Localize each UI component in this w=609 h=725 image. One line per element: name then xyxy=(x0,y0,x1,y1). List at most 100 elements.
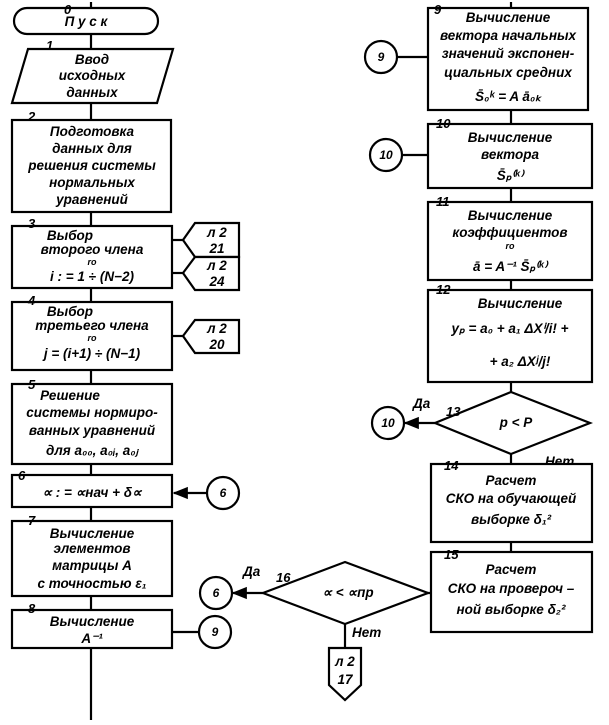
connector-10-label: 10 xyxy=(381,416,395,430)
svg-text:2: 2 xyxy=(27,109,36,124)
page-ref-number: 24 xyxy=(208,274,225,289)
svg-text:нормальных: нормальных xyxy=(49,175,135,190)
page-ref-shape xyxy=(181,318,241,355)
block-5-solve: 5 Решение системы нормиро- ванных уравне… xyxy=(10,377,174,466)
svg-text:7: 7 xyxy=(28,513,36,528)
svg-text:∝ < ∝пр: ∝ < ∝пр xyxy=(322,585,373,600)
yes-label-16: Да xyxy=(242,564,261,579)
svg-text:Ввод: Ввод xyxy=(75,52,109,67)
block-2-process: 2 Подготовка данных для решения системы … xyxy=(10,109,173,214)
svg-text:10: 10 xyxy=(436,116,451,131)
svg-text:Вычисление: Вычисление xyxy=(478,296,563,311)
svg-text:данных для: данных для xyxy=(52,141,132,156)
yes-label-13: Да xyxy=(412,396,431,411)
block-8-inverse: 8 Вычисление A⁻¹ xyxy=(10,601,174,650)
svg-text:выборке δ₁²: выборке δ₁² xyxy=(471,512,552,527)
svg-text:11: 11 xyxy=(436,194,450,209)
block-12-forecast: 12 Вычисление yₚ = a₀ + a₁ ΔXⁱ/i! + + a₂… xyxy=(426,282,594,384)
block-11-coefficients: 11 Вычисление коэффициентов ro ā = A⁻¹ S… xyxy=(426,194,594,282)
svg-text:системы нормиро-: системы нормиро- xyxy=(26,405,158,420)
block-1-input: 1 Ввод исходных данных xyxy=(10,38,175,105)
block-13-decision: 13 p < P Да Нет xyxy=(412,390,594,469)
svg-text:решения системы: решения системы xyxy=(27,158,156,173)
left-connectors: 6 9 л 2 21 л 2 24 л 2 20 xyxy=(172,221,241,650)
svg-text:Выбор: Выбор xyxy=(47,228,93,243)
svg-text:СКО на обучающей: СКО на обучающей xyxy=(446,491,577,506)
block-15-test-error: 15 Расчет СКО на провероч – ной выборке … xyxy=(429,547,594,634)
block-10-vector-sp: 10 Вычисление вектора S̄ₚ⁽ᵏ⁾ xyxy=(426,116,594,190)
svg-text:3: 3 xyxy=(28,216,36,231)
svg-text:5: 5 xyxy=(28,377,36,392)
svg-text:Решение: Решение xyxy=(40,388,100,403)
svg-text:вектора начальных: вектора начальных xyxy=(440,28,577,43)
connector-6-label: 6 xyxy=(220,486,227,500)
svg-text:второго члена: второго члена xyxy=(41,242,144,257)
right-connectors: 9 10 10 6 xyxy=(198,39,406,611)
svg-text:i : = 1 ÷ (N−2): i : = 1 ÷ (N−2) xyxy=(50,269,134,284)
svg-text:ro: ro xyxy=(88,257,98,267)
page-ref-shape xyxy=(181,255,241,292)
svg-text:уравнений: уравнений xyxy=(55,192,128,207)
svg-text:П у с к: П у с к xyxy=(65,14,109,29)
svg-text:∝ : = ∝нач + δ∝: ∝ : = ∝нач + δ∝ xyxy=(42,485,143,500)
svg-text:0: 0 xyxy=(64,2,72,17)
svg-text:СКО на провероч –: СКО на провероч – xyxy=(448,581,575,596)
svg-text:ro: ro xyxy=(506,241,516,251)
svg-text:Вычисление: Вычисление xyxy=(468,130,553,145)
svg-text:14: 14 xyxy=(444,458,459,473)
svg-text:j = (i+1) ÷ (N−1): j = (i+1) ÷ (N−1) xyxy=(42,346,141,361)
no-label-16: Нет xyxy=(352,625,381,640)
page-ref-number: 21 xyxy=(208,241,224,256)
svg-text:коэффициентов: коэффициентов xyxy=(452,225,567,240)
svg-text:13: 13 xyxy=(446,404,461,419)
svg-text:третьего члена: третьего члена xyxy=(35,318,149,333)
svg-text:17: 17 xyxy=(337,672,354,687)
connector-10r-label: 10 xyxy=(379,148,393,162)
svg-text:Вычисление: Вычисление xyxy=(50,526,135,541)
page-ref-17: л 2 17 xyxy=(327,646,363,702)
block-4-loop-j: 4 Выбор третьего члена ro j = (i+1) ÷ (N… xyxy=(10,293,174,372)
block-6-alpha-init: 6 ∝ : = ∝нач + δ∝ xyxy=(10,468,174,509)
svg-text:Вычисление: Вычисление xyxy=(466,10,551,25)
block-9-initial-vector: 9 Вычисление вектора начальных значений … xyxy=(426,2,590,112)
svg-text:Расчет: Расчет xyxy=(486,473,537,488)
svg-text:ā = A⁻¹ S̄ₚ⁽ᵏ⁾: ā = A⁻¹ S̄ₚ⁽ᵏ⁾ xyxy=(473,259,549,274)
svg-text:Вычисление: Вычисление xyxy=(468,208,553,223)
svg-text:9: 9 xyxy=(434,2,442,17)
svg-text:ной выборке δ₂²: ной выборке δ₂² xyxy=(457,602,566,617)
svg-text:для a₀₀, a₀ᵢ, a₀ⱼ: для a₀₀, a₀ᵢ, a₀ⱼ xyxy=(46,443,140,458)
svg-text:с точностью ε₁: с точностью ε₁ xyxy=(37,576,146,591)
connector-9-label: 9 xyxy=(212,625,219,639)
block-3-loop-i: 3 Выбор второго члена ro i : = 1 ÷ (N−2) xyxy=(10,216,174,290)
svg-text:ro: ro xyxy=(88,333,98,343)
svg-text:+ a₂ ΔXʲ/j!: + a₂ ΔXʲ/j! xyxy=(490,354,551,369)
block-0-start: 0 П у с к xyxy=(12,2,160,36)
svg-text:значений экспонен-: значений экспонен- xyxy=(442,46,575,61)
svg-text:л 2: л 2 xyxy=(334,654,355,669)
svg-text:15: 15 xyxy=(444,547,459,562)
svg-text:Подготовка: Подготовка xyxy=(50,124,135,139)
svg-text:S̄ₚ⁽ᵏ⁾: S̄ₚ⁽ᵏ⁾ xyxy=(497,168,525,183)
svg-text:матрицы A: матрицы A xyxy=(52,558,132,573)
page-ref-sheet: л 2 xyxy=(206,258,227,273)
svg-text:1: 1 xyxy=(46,38,53,53)
svg-text:yₚ = a₀ + a₁ ΔXⁱ/i! +: yₚ = a₀ + a₁ ΔXⁱ/i! + xyxy=(450,321,568,336)
svg-text:S̄₀ᵏ = A ā₀ₖ: S̄₀ᵏ = A ā₀ₖ xyxy=(475,89,542,104)
svg-text:Расчет: Расчет xyxy=(486,562,537,577)
connector-9r-label: 9 xyxy=(378,50,385,64)
page-ref-sheet: л 2 xyxy=(206,321,227,336)
svg-text:данных: данных xyxy=(66,85,118,100)
svg-text:6: 6 xyxy=(18,468,26,483)
block-16-decision: 16 ∝ < ∝пр Да Нет xyxy=(242,560,432,640)
svg-text:элементов: элементов xyxy=(53,541,130,556)
svg-text:16: 16 xyxy=(276,570,291,585)
block-7-matrix: 7 Вычисление элементов матрицы A с точно… xyxy=(10,513,174,598)
page-ref-shape xyxy=(181,221,241,259)
page-ref-sheet: л 2 xyxy=(206,225,227,240)
svg-text:ванных уравнений: ванных уравнений xyxy=(29,423,156,438)
svg-text:8: 8 xyxy=(28,601,36,616)
svg-text:p < P: p < P xyxy=(499,415,534,430)
svg-text:исходных: исходных xyxy=(59,68,126,83)
page-ref-number: 20 xyxy=(208,337,225,352)
svg-text:A⁻¹: A⁻¹ xyxy=(80,631,103,646)
